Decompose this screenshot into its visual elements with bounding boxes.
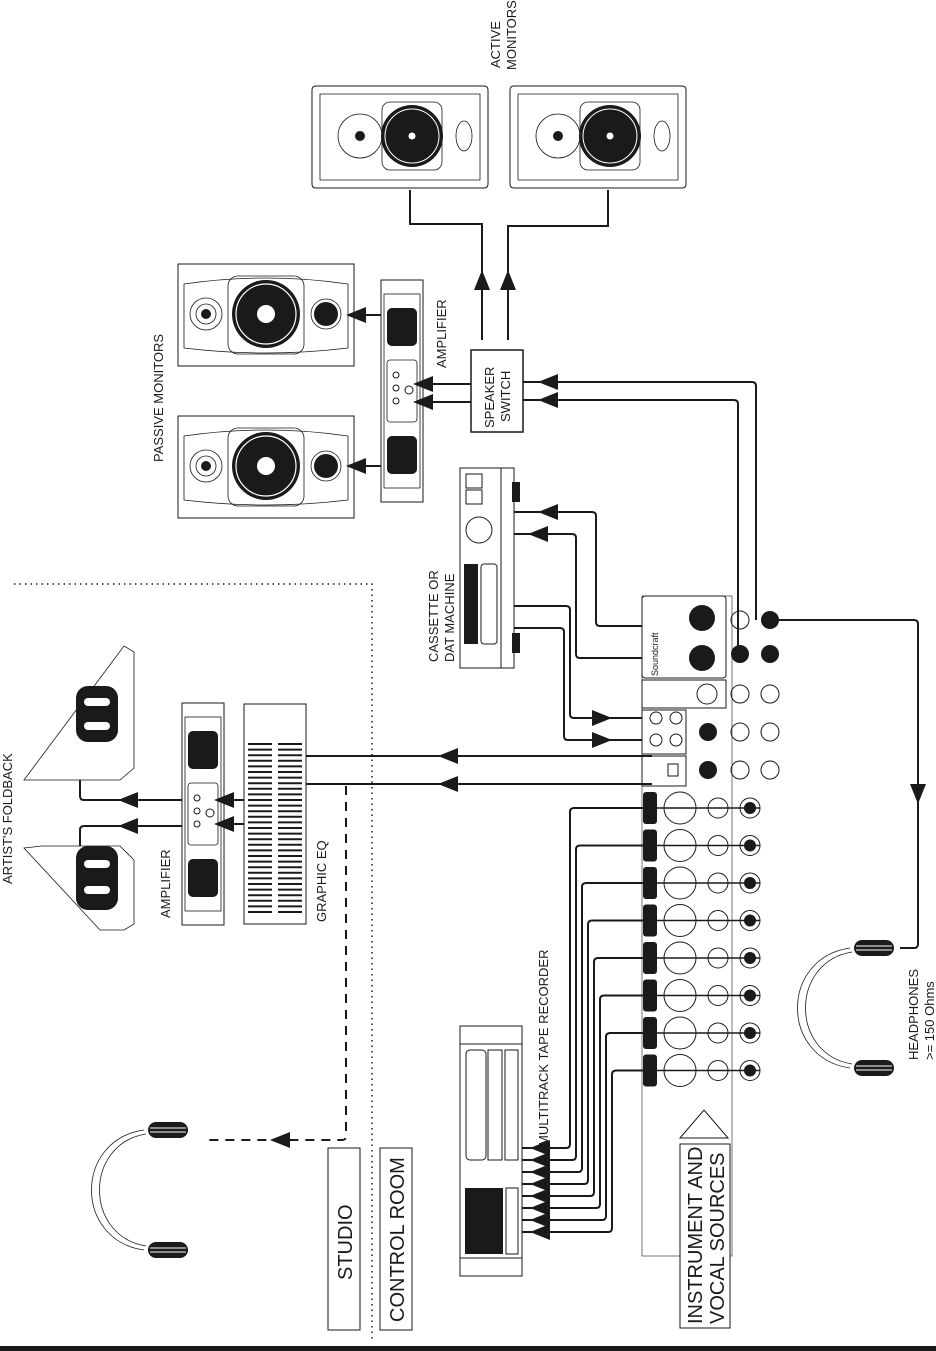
speaker-switch <box>471 350 523 432</box>
mixer-channel-strip <box>643 1055 760 1087</box>
mixer-brand: Soundcraft <box>650 632 660 676</box>
active-monitors-label-2: MONITORS <box>504 0 519 70</box>
speaker-switch-label-2: SWITCH <box>498 371 513 422</box>
active-monitors-label-1: ACTIVE <box>488 21 503 68</box>
graphic-eq <box>244 704 306 924</box>
mixer-channel-strip <box>643 942 760 974</box>
control-room-zone-label: CONTROL ROOM <box>387 1157 409 1322</box>
zone-divider <box>14 584 372 1340</box>
mixer-channel-strip <box>643 867 760 899</box>
passive-monitors-label: PASSIVE MONITORS <box>151 334 166 462</box>
control-room-headphones <box>798 940 895 1076</box>
cassette-label-2: DAT MACHINE <box>442 573 457 662</box>
headphones-label-2: >= 150 Ohms <box>922 981 936 1060</box>
studio-zone-label: STUDIO <box>335 1204 357 1280</box>
mixer-channel-strip <box>643 792 760 824</box>
main-amplifier-label: AMPLIFIER <box>434 299 449 368</box>
cassette-label-1: CASSETTE OR <box>426 570 441 662</box>
mixer-channel-strip <box>643 905 760 937</box>
cable-amp-to-foldback-2 <box>80 826 182 846</box>
cassette-dat-machine <box>460 468 520 668</box>
sources-label-2: VOCAL SOURCES <box>707 1152 729 1324</box>
headphones-label-1: HEADPHONES <box>906 969 921 1060</box>
cable-switch-to-active-2 <box>508 190 608 340</box>
mixer-channel-strip <box>643 980 760 1012</box>
sources-arrow-icon <box>680 1110 728 1138</box>
artists-foldback-label: ARTIST'S FOLDBACK <box>0 753 15 884</box>
mixer-channel-strip <box>643 830 760 862</box>
active-monitor-1 <box>312 86 488 188</box>
active-monitor-2 <box>510 86 686 188</box>
passive-monitor-1 <box>178 264 354 366</box>
cable-mixer-to-switch-1 <box>523 382 756 620</box>
mixer-channel-strips <box>643 792 760 1087</box>
sources-label-1: INSTRUMENT AND <box>685 1147 707 1324</box>
cable-cassette-to-mixer-2 <box>514 628 652 740</box>
cable-cassette-to-mixer-1 <box>514 606 652 718</box>
foldback-wedge-1 <box>24 646 134 780</box>
main-amplifier <box>381 280 423 502</box>
page-bottom-rule <box>0 1346 936 1351</box>
mixer-channel-strip <box>643 1017 760 1049</box>
graphic-eq-label: GRAPHIC EQ <box>314 840 329 922</box>
foldback-amplifier-label: AMPLIFIER <box>158 849 173 918</box>
multitrack-tape-recorder <box>460 1026 522 1276</box>
foldback-wedge-2 <box>24 846 134 930</box>
studio-headphones <box>92 1122 189 1258</box>
speaker-switch-label-1: SPEAKER <box>482 367 497 428</box>
foldback-amplifier <box>182 703 224 925</box>
passive-monitor-2 <box>178 416 354 518</box>
cable-mixer-to-headphones <box>778 620 918 948</box>
multitrack-label: MULTITRACK TAPE RECORDER <box>536 950 551 1146</box>
cable-amp-to-foldback-1 <box>80 780 182 800</box>
